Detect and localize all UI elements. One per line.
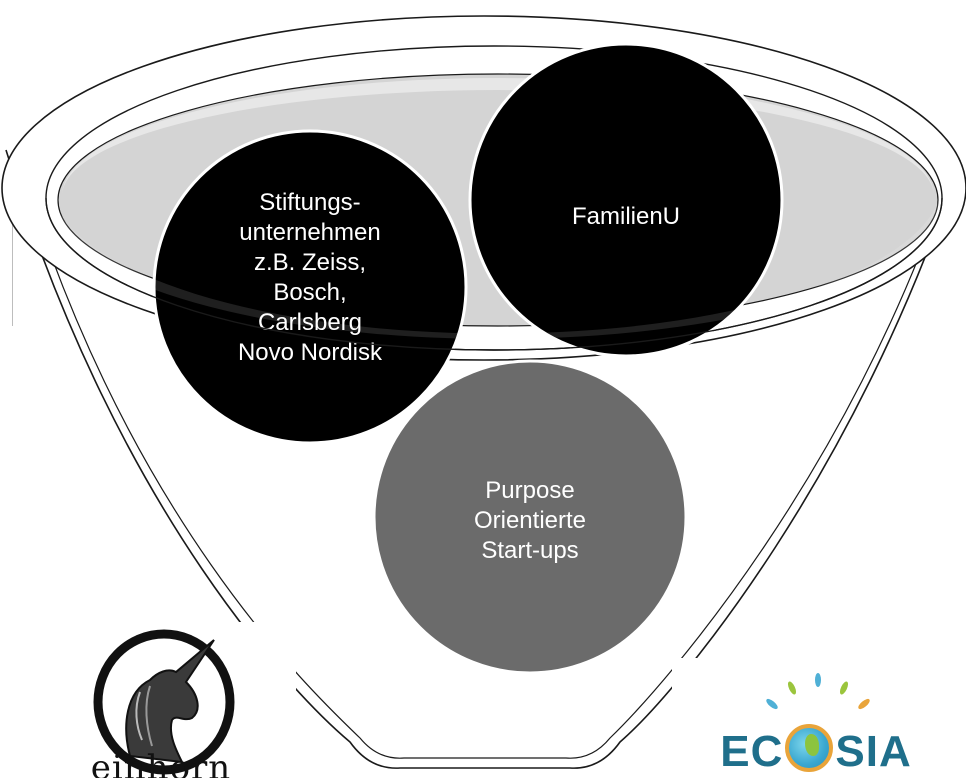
- einhorn-wordmark: einhorn: [90, 748, 232, 778]
- sun-rays-icon: [766, 673, 870, 710]
- stiftungs-circle-label-line: z.B. Zeiss,: [254, 249, 366, 276]
- familien-circle-label-line: FamilienU: [572, 203, 680, 230]
- globe-icon: [785, 724, 834, 772]
- unicorn-icon: [93, 629, 235, 775]
- ecosia-logo: EC SIA: [672, 658, 960, 778]
- purpose-circle-label-line: Start-ups: [481, 537, 578, 564]
- einhorn-logo: einhorn: [26, 622, 296, 778]
- stiftungs-circle-label-line: Stiftungs-: [259, 189, 360, 216]
- stiftungs-circle-shape: [152, 129, 468, 445]
- funnel-cone-inner: [21, 169, 949, 759]
- purpose-circle-label-line: Purpose: [485, 477, 574, 504]
- ecosia-word-end: SIA: [835, 727, 912, 776]
- stiftungs-circle: Stiftungs-unternehmen z.B. Zeiss, Bosch, Ca…: [152, 129, 468, 445]
- familien-circle-shape: [468, 42, 784, 358]
- purpose-circle-label-line: Orientierte: [474, 507, 586, 534]
- stiftungs-circle-label-line: unternehmen: [239, 219, 380, 246]
- ecosia-word-start: EC: [720, 727, 784, 776]
- ecosia-wordmark: EC SIA: [672, 724, 960, 777]
- purpose-circle-shape: [372, 359, 688, 675]
- stiftungs-circle-label-line: Carlsberg: [258, 309, 362, 336]
- familien-circle: FamilienU: [468, 42, 784, 358]
- stiftungs-circle-label-line: Bosch,: [273, 279, 346, 306]
- circles-layer: Stiftungs-unternehmen z.B. Zeiss, Bosch, Ca…: [152, 42, 784, 675]
- funnel-opening-front-edge: [45, 197, 943, 351]
